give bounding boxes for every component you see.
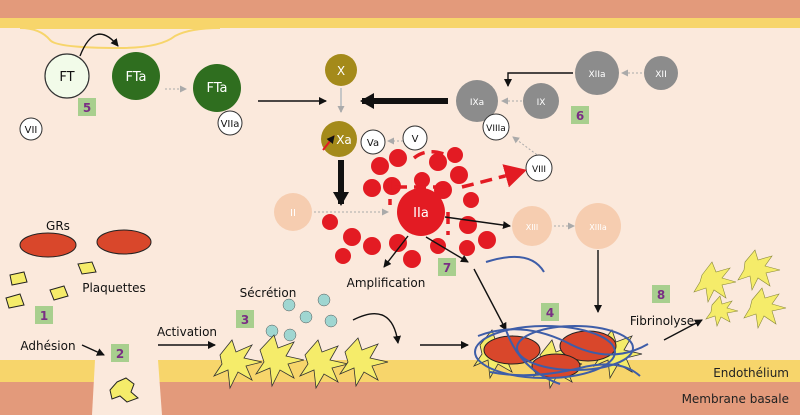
factor-x-label: X (337, 64, 345, 78)
label-activation: Activation (157, 325, 217, 339)
factor-va-label: Va (367, 138, 379, 149)
label-secretion: Sécrétion (240, 286, 297, 300)
step-badge-1 (35, 306, 53, 324)
label-adhesion: Adhésion (20, 339, 75, 353)
factor-xa (321, 121, 357, 157)
factor-ii (274, 193, 312, 231)
red-cell (19, 232, 77, 258)
factor-xiia-label: XIIa (589, 70, 606, 80)
factor-vii-label: VII (25, 125, 38, 136)
step-2: 2 (116, 347, 124, 361)
label-basement-membrane: Membrane basale (682, 392, 789, 406)
step-badge-5 (78, 98, 96, 116)
label-fibrinolyse: Fibrinolyse (630, 314, 694, 328)
step-badge-4 (541, 303, 559, 321)
factor-fta (112, 52, 160, 100)
arrow-xiia-to-ixa (504, 72, 573, 87)
step-3: 3 (241, 313, 249, 327)
factor-iia-label: IIa (413, 206, 429, 221)
fibrin-strand (485, 255, 545, 273)
factor-xiii (512, 206, 552, 246)
label-grs: GRs (46, 219, 70, 233)
factor-ix-label: IX (537, 98, 546, 108)
factor-vii (19, 117, 43, 141)
step-badge-8 (652, 285, 670, 303)
step-6: 6 (576, 109, 584, 123)
factor-ft-label: FT (59, 70, 74, 85)
factor-ii-label: II (290, 208, 296, 219)
factor-ix (523, 83, 559, 119)
fibrin-clot (472, 325, 649, 390)
factor-ixa (456, 80, 498, 122)
factor-viii-label: VIII (532, 165, 546, 175)
factor-ixa-label: IXa (470, 98, 484, 108)
factor-fta-complex (193, 64, 241, 112)
factor-v-label: V (412, 134, 419, 145)
factor-xii (644, 56, 678, 90)
thrombin-feedback (388, 150, 506, 235)
dispersed-platelets (693, 249, 787, 329)
activated-platelets (212, 334, 389, 390)
factor-fta-complex-label: FTa (206, 81, 227, 96)
wall-bulge (19, 27, 221, 50)
adhered-platelet (109, 377, 139, 403)
factor-xiii-label: XIII (526, 223, 539, 232)
red-cell (96, 229, 152, 255)
arrow-ft-to-fta (79, 33, 119, 57)
step-7: 7 (443, 261, 451, 275)
step-8: 8 (657, 288, 665, 302)
factor-fta-label: FTa (125, 70, 146, 85)
step-badge-6 (571, 106, 589, 124)
factor-viia-label: VIIa (221, 119, 240, 130)
factor-viiia (482, 113, 510, 141)
step-badge-7 (438, 258, 456, 276)
thrombin-burst (322, 147, 496, 268)
factor-iia (397, 188, 445, 236)
top-wall-band (0, 0, 800, 18)
factor-v (402, 125, 428, 151)
platelet-group (5, 261, 97, 309)
factor-xiiia-label: XIIIa (589, 223, 607, 232)
factor-x (325, 54, 357, 86)
label-amplification: Amplification (347, 276, 426, 290)
step-badge-3 (236, 310, 254, 328)
factor-va (360, 129, 386, 155)
step-1: 1 (40, 309, 48, 323)
step-badge-2 (111, 344, 129, 362)
factor-xiiia (575, 203, 621, 249)
factor-viiia-label: VIIIa (486, 124, 506, 134)
factor-xiia (575, 51, 619, 95)
secretion-granules (265, 293, 338, 342)
label-endothelium: Endothélium (713, 366, 789, 380)
factor-ft (44, 53, 90, 99)
factor-viia (217, 110, 243, 136)
step-5: 5 (83, 101, 91, 115)
factor-xii-label: XII (655, 70, 666, 80)
factor-xa-label: Xa (336, 133, 352, 147)
label-plaquettes: Plaquettes (82, 281, 146, 295)
step-4: 4 (546, 306, 554, 320)
